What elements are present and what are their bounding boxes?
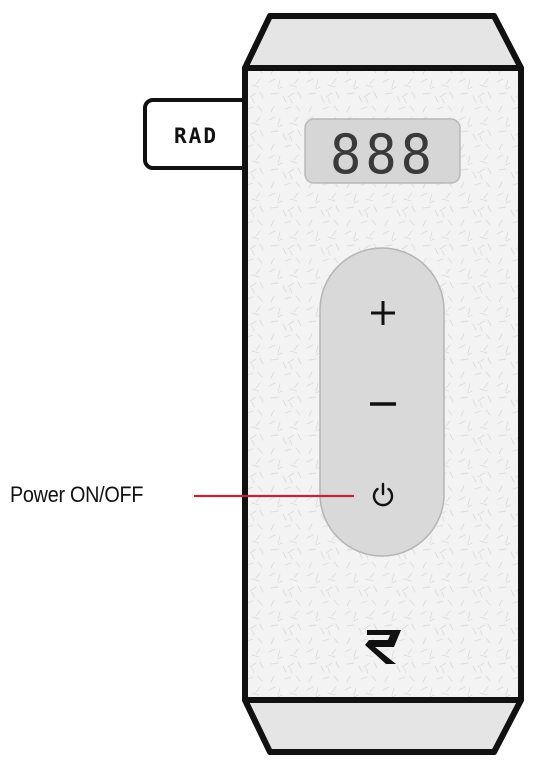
device-body <box>242 13 524 755</box>
plus-icon <box>371 301 395 325</box>
power-callout-label: Power ON/OFF <box>10 482 144 507</box>
brand-tab-logo-text: RAD <box>174 124 218 148</box>
power-button[interactable] <box>352 468 412 523</box>
power-icon <box>372 482 394 507</box>
display-value: 888 <box>330 123 436 186</box>
bottom-cap <box>242 697 524 755</box>
brand-tab: RAD <box>143 98 257 170</box>
rad-r-logo-icon <box>365 630 401 664</box>
button-panel <box>319 247 445 557</box>
top-cap <box>242 13 524 71</box>
minus-button[interactable] <box>352 378 412 433</box>
lcd-display: 888 <box>304 118 461 186</box>
plus-button[interactable] <box>352 285 412 340</box>
